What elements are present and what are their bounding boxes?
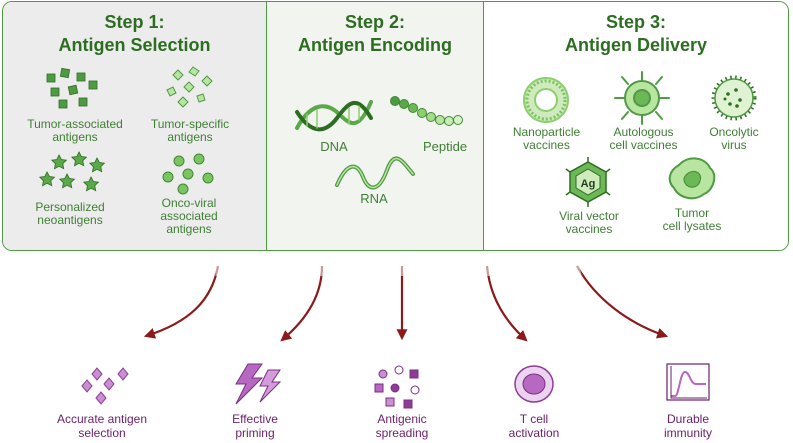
label-onco-viral: Onco-viral associated antigens: [139, 197, 239, 236]
label-line: Personalized: [35, 200, 105, 214]
label-line: Durable: [666, 412, 710, 426]
green-squares-icon: [46, 67, 98, 109]
label-line: Onco-viral: [161, 196, 217, 210]
arrow-1: [143, 265, 220, 339]
label-tumor-lysates: Tumor cell lysates: [652, 207, 732, 233]
step-2-subtitle: Antigen Encoding: [298, 35, 452, 55]
label-line: Viral vector: [559, 209, 619, 223]
label-line: vaccines: [565, 222, 613, 236]
label-peptide: Peptide: [422, 139, 468, 154]
label-tumor-specific: Tumor-specific antigens: [131, 118, 249, 144]
label-line: antigens: [166, 222, 212, 236]
label-line: antigens: [167, 130, 213, 144]
rna-strand-icon: [335, 156, 415, 190]
label-line: neoantigens: [37, 213, 103, 227]
label-line: Nanoparticle: [512, 125, 581, 139]
step-1-subtitle: Antigen Selection: [58, 35, 211, 55]
label-line: Effective: [232, 412, 278, 426]
label-autologous: Autologous cell vaccines: [596, 126, 691, 152]
label-line: associated: [160, 209, 218, 223]
label-rna: RNA: [360, 191, 388, 206]
label-line: vaccines: [523, 138, 570, 152]
ag-badge-text: Ag: [581, 178, 596, 190]
outcome-t-cell-activation: T cell activation: [488, 412, 580, 440]
label-line: Tumor-specific: [150, 117, 230, 131]
tumor-cell-icon: [668, 157, 716, 200]
peptide-chain-icon: [390, 96, 463, 126]
step-3-panel: Step 3: Antigen Delivery: [483, 2, 788, 250]
lightning-icon: [235, 363, 282, 405]
green-diamonds-icon: [166, 66, 213, 108]
step-3-subtitle: Antigen Delivery: [564, 35, 708, 55]
label-line: Autologous: [613, 125, 674, 139]
label-line: T cell: [519, 412, 549, 426]
label-tumor-associated: Tumor-associated antigens: [15, 118, 135, 144]
label-line: priming: [235, 426, 275, 440]
label-personalized: Personalized neoantigens: [15, 201, 125, 227]
step-2-panel: Step 2: Antigen Encoding: [266, 2, 483, 250]
response-curve-icon: [666, 363, 710, 401]
label-line: Antigenic: [377, 412, 427, 426]
arrow-5: [576, 265, 669, 339]
label-line: immunity: [663, 426, 712, 440]
label-dna: DNA: [320, 139, 348, 154]
dna-helix-icon: [295, 100, 373, 132]
green-stars-icon: [38, 151, 106, 192]
outcome-durable-immunity: Durable immunity: [642, 412, 734, 440]
label-nanoparticle: Nanoparticle vaccines: [499, 126, 594, 152]
label-line: antigens: [52, 130, 98, 144]
viral-vector-icon: Ag: [565, 157, 611, 207]
label-line: activation: [508, 426, 560, 440]
outcome-effective-priming: Effective priming: [205, 412, 305, 440]
nanoparticle-icon: [523, 77, 569, 123]
label-line: selection: [78, 426, 126, 440]
steps-panel: Step 1: Antigen Selection: [2, 1, 789, 251]
purple-diamonds-icon: [81, 367, 129, 405]
t-cell-icon: [514, 365, 554, 403]
label-line: Tumor-associated: [27, 117, 123, 131]
step-1-title: Step 1:: [104, 12, 165, 32]
step-3-icons: Ag: [523, 71, 757, 207]
outcome-antigenic-spreading: Antigenic spreading: [352, 412, 452, 440]
step-3-title: Step 3:: [605, 12, 666, 32]
step-2-title: Step 2:: [344, 12, 405, 32]
outcome-accurate-selection: Accurate antigen selection: [42, 412, 162, 440]
label-viral-vector: Viral vector vaccines: [544, 210, 634, 236]
green-dots-icon: [162, 153, 214, 195]
label-line: Accurate antigen: [56, 412, 148, 426]
step-1-icons: [38, 66, 214, 195]
label-line: cell lysates: [662, 219, 722, 233]
label-line: Oncolytic: [709, 125, 759, 139]
label-line: Tumor: [674, 206, 710, 220]
oncolytic-virus-icon: [711, 75, 757, 121]
dendritic-cell-icon: [614, 71, 670, 125]
label-line: virus: [721, 138, 747, 152]
step-1-panel: Step 1: Antigen Selection: [3, 2, 266, 250]
label-oncolytic: Oncolytic virus: [694, 126, 774, 152]
label-line: spreading: [375, 426, 429, 440]
label-line: cell vaccines: [609, 138, 678, 152]
purple-shapes-icon: [374, 365, 420, 409]
step-2-icons: [295, 96, 463, 190]
